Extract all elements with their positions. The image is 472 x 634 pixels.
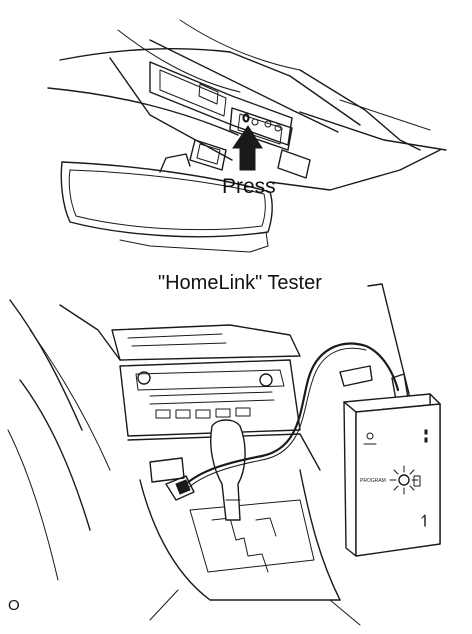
overhead-console xyxy=(47,19,447,191)
tester-leader-line xyxy=(367,283,411,399)
tester-label: "HomeLink" Tester xyxy=(158,272,322,294)
tester-cable xyxy=(182,342,400,488)
led-burst-icon xyxy=(389,465,421,495)
center-console xyxy=(7,299,361,626)
corner-mark: O xyxy=(8,597,20,614)
rearview-mirror xyxy=(60,153,273,253)
press-label: Press xyxy=(222,175,276,198)
svg-text:PROGRAM: PROGRAM xyxy=(360,478,386,484)
homelink-tester: PROGRAM xyxy=(339,365,441,557)
arrow-up-icon xyxy=(232,125,263,171)
